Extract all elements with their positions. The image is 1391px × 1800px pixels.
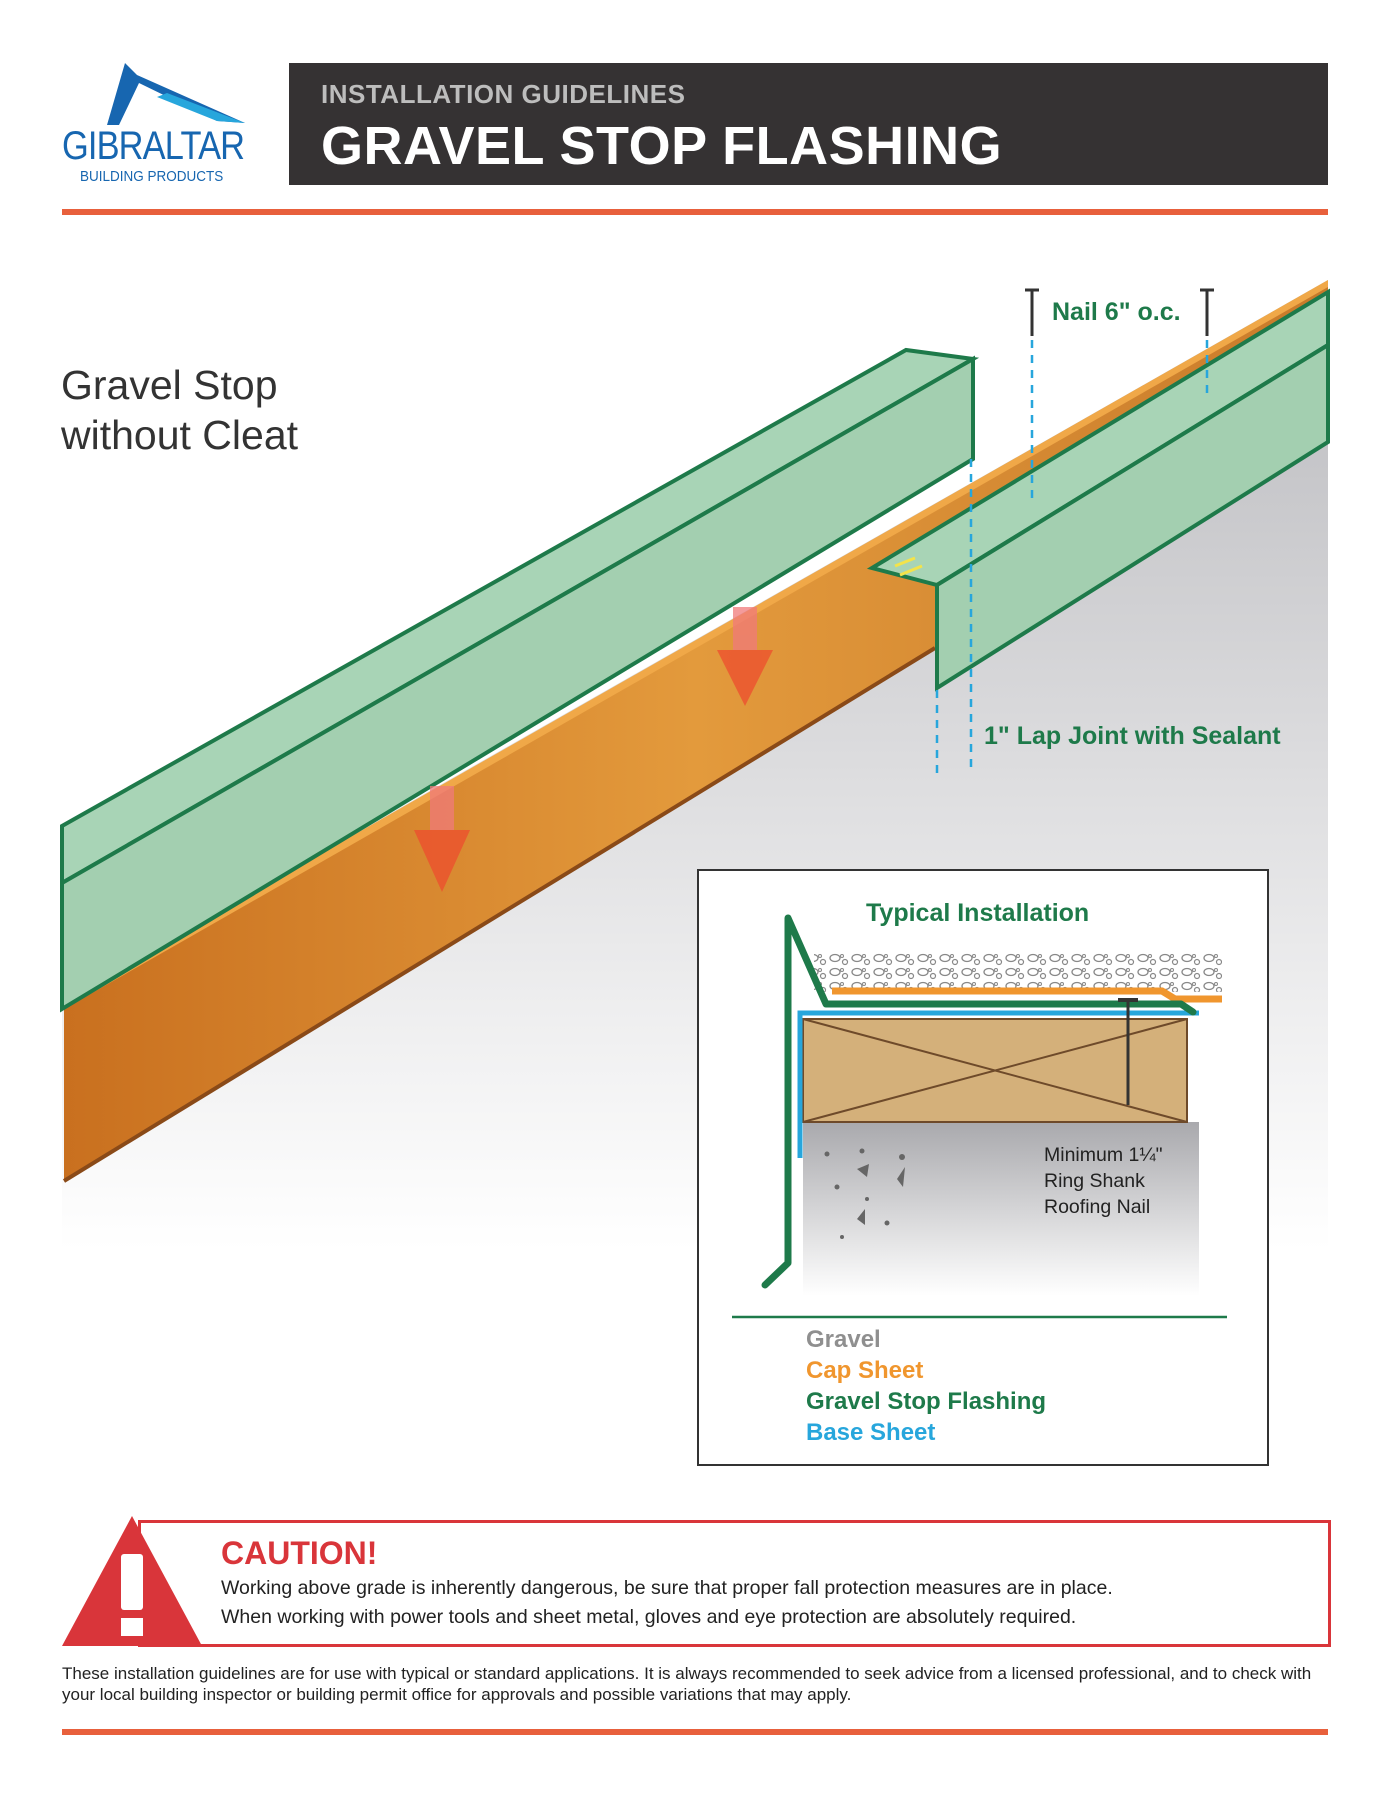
legend-gravel-stop-flashing: Gravel Stop Flashing bbox=[806, 1388, 1047, 1415]
installation-diagram bbox=[60, 280, 1330, 1250]
legend-cap-sheet: Cap Sheet bbox=[806, 1357, 924, 1384]
mountain-logo-icon bbox=[107, 63, 245, 125]
logo-subtitle: BUILDING PRODUCTS bbox=[80, 168, 224, 185]
header-bar: INSTALLATION GUIDELINES GRAVEL STOP FLAS… bbox=[289, 63, 1328, 185]
legend-base-sheet: Base Sheet bbox=[806, 1419, 936, 1446]
page-title: GRAVEL STOP FLASHING bbox=[321, 116, 1003, 176]
nail-icon bbox=[1200, 288, 1214, 336]
legend-gravel: Gravel bbox=[806, 1326, 881, 1353]
cap-sheet-line bbox=[832, 987, 1222, 1003]
nail-spacing-callout: Nail 6" o.c. bbox=[1052, 298, 1181, 326]
right-flashing bbox=[866, 288, 1330, 692]
warning-triangle-icon bbox=[62, 1516, 202, 1646]
down-arrow-icon bbox=[717, 607, 773, 706]
nail-note-line: Minimum 1¼" bbox=[1044, 1144, 1163, 1166]
inset-title: Typical Installation bbox=[866, 899, 1090, 927]
caution-line: Working above grade is inherently danger… bbox=[221, 1577, 1113, 1599]
caution-title: CAUTION! bbox=[221, 1535, 378, 1571]
roofing-nail-icon bbox=[1118, 998, 1138, 1105]
left-flashing bbox=[60, 347, 980, 1013]
gravel-layer bbox=[814, 952, 1222, 992]
caution-line: When working with power tools and sheet … bbox=[221, 1606, 1077, 1628]
base-sheet-line bbox=[797, 1010, 1199, 1158]
section-detail-drawing bbox=[732, 914, 1227, 1319]
top-divider bbox=[62, 209, 1328, 215]
concrete bbox=[803, 1122, 1199, 1296]
down-arrow-icon bbox=[414, 786, 470, 892]
bottom-divider bbox=[62, 1729, 1328, 1735]
nail-icon bbox=[1025, 288, 1039, 336]
guide-lines bbox=[935, 340, 1209, 774]
flashing-profile bbox=[761, 914, 1197, 1289]
header-kicker: INSTALLATION GUIDELINES bbox=[321, 79, 686, 109]
nail-note-line: Roofing Nail bbox=[1044, 1196, 1151, 1218]
logo-name: GIBRALTAR bbox=[62, 124, 245, 168]
section-title-line1: Gravel Stop bbox=[61, 362, 278, 408]
section-title-line2: without Cleat bbox=[61, 412, 299, 458]
nail-note: Minimum 1¼" Ring Shank Roofing Nail bbox=[1044, 1142, 1163, 1220]
logo bbox=[62, 63, 262, 185]
caution-box: CAUTION! Working above grade is inherent… bbox=[138, 1520, 1331, 1647]
nail-note-line: Ring Shank bbox=[1044, 1170, 1145, 1192]
section-title: Gravel Stop without Cleat bbox=[61, 360, 298, 460]
lap-joint-callout: 1" Lap Joint with Sealant bbox=[984, 722, 1281, 750]
disclaimer: These installation guidelines are for us… bbox=[62, 1664, 1312, 1704]
